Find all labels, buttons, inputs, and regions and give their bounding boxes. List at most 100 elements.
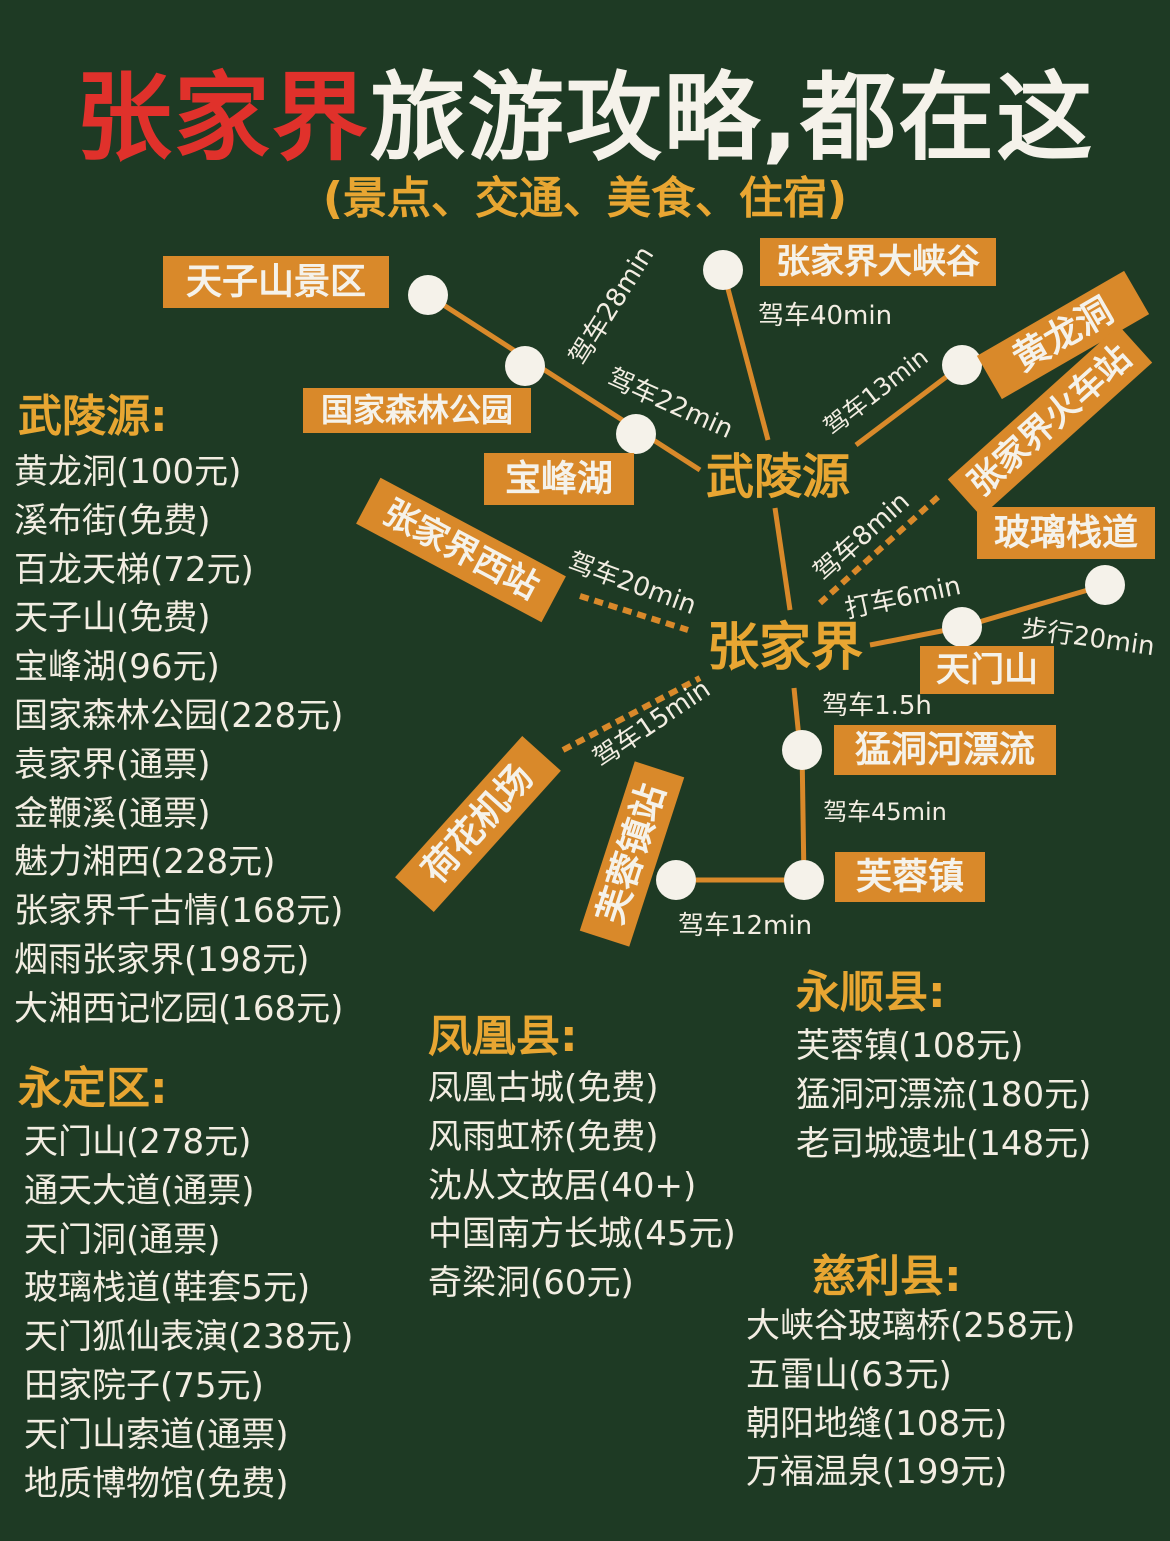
route-dots [408, 250, 1125, 900]
list-item: 天门狐仙表演(238元) [24, 1317, 354, 1358]
dot-boli [1085, 565, 1125, 605]
list-item: 国家森林公园(228元) [14, 695, 344, 736]
list-item: 百龙天梯(72元) [14, 549, 254, 590]
list-item: 宝峰湖(96元) [14, 647, 220, 688]
time-40: 驾车40min [758, 301, 892, 331]
hub-wulingyuan: 武陵源 [706, 449, 850, 505]
hub-labels: 武陵源 张家界 [706, 449, 863, 678]
label-tianmen: 天门山 [936, 650, 1038, 690]
label-guojia: 国家森林公园 [321, 391, 513, 429]
label-furongzhen: 芙蓉镇 [856, 857, 964, 898]
box-tianmen [920, 646, 1054, 694]
list-item: 万福温泉(199元) [746, 1452, 1008, 1493]
label-tianzishan: 天子山景区 [186, 262, 366, 303]
box-huochezhan [947, 325, 1153, 517]
list-item: 奇梁洞(60元) [428, 1263, 634, 1304]
list-item: 黄龙洞(100元) [14, 452, 242, 492]
dot-menghe [782, 730, 822, 770]
line-daxiagu-wulingyuan [720, 269, 771, 441]
place-boxes [163, 238, 1155, 947]
label-boli: 玻璃栈道 [994, 513, 1138, 554]
list-yongshun: 芙蓉镇(108元) 猛洞河漂流(180元) 老司城遗址(148元) [796, 1022, 1091, 1168]
dot-tianzishan [408, 275, 448, 315]
box-boli [977, 507, 1155, 559]
label-furongzhan: 芙蓉镇站 [590, 779, 673, 929]
box-baofenghu [484, 453, 634, 505]
label-xizhan: 张家界西站 [377, 492, 546, 607]
box-daxiagu [760, 238, 996, 286]
list-item: 玻璃栈道(鞋套5元) [24, 1268, 311, 1309]
box-furongzhen [835, 852, 985, 902]
route-dashes [561, 494, 941, 753]
line-menghe-furongzhen [799, 747, 807, 881]
heading-wulingyuan: 武陵源: [18, 391, 168, 442]
label-baofenghu: 宝峰湖 [505, 459, 613, 500]
box-guojia [303, 388, 531, 433]
box-hehua [395, 736, 561, 912]
list-item: 风雨虹桥(免费) [428, 1116, 659, 1157]
list-item: 张家界千古情(168元) [14, 891, 344, 932]
list-item: 沈从文故居(40+) [428, 1165, 697, 1206]
list-cili: 大峡谷玻璃桥(258元) 五雷山(63元) 朝阳地缝(108元) 万福温泉(19… [746, 1302, 1075, 1497]
list-item: 溪布街(免费) [14, 500, 211, 541]
list-item: 天门洞(通票) [24, 1219, 221, 1260]
line-tianmen-boli [961, 582, 1106, 630]
list-item: 地质博物馆(免费) [24, 1463, 289, 1504]
line-wulingyuan-zhangjiajie [772, 507, 793, 611]
dot-guojia [505, 346, 545, 386]
list-item: 天门山索道(通票) [24, 1414, 289, 1455]
list-item: 老司城遗址(148元) [796, 1123, 1092, 1164]
list-item: 五雷山(63元) [746, 1354, 952, 1395]
page-title: 张家界旅游攻略,都在这 [0, 40, 1170, 179]
list-item: 田家院子(75元) [24, 1365, 264, 1406]
list-item: 魅力湘西(228元) [14, 842, 276, 883]
list-item: 金鞭溪(通票) [14, 793, 211, 834]
list-item: 猛洞河漂流(180元) [796, 1074, 1092, 1115]
list-item: 芙蓉镇(108元) [796, 1026, 1024, 1066]
hub-zhangjiajie: 张家界 [707, 618, 863, 678]
dash-hehua [561, 675, 702, 753]
title-red: 张家界 [75, 62, 370, 174]
list-item: 烟雨张家界(198元) [14, 939, 310, 980]
heading-yongshun: 永顺县: [796, 967, 946, 1018]
list-item: 大湘西记忆园(168元) [14, 988, 344, 1029]
box-xizhan [356, 477, 566, 623]
dot-daxiagu [703, 250, 743, 290]
box-tianzishan [163, 256, 389, 308]
dot-baofenghu [616, 414, 656, 454]
box-menghe [834, 725, 1056, 775]
list-wulingyuan: 黄龙洞(100元) 溪布街(免费) 百龙天梯(72元) 天子山(免费) 宝峰湖(… [14, 448, 343, 1034]
heading-fenghuang: 凤凰县: [428, 1011, 578, 1062]
list-item: 通天大道(通票) [24, 1170, 255, 1211]
title-white: 旅游攻略,都在这 [369, 62, 1095, 174]
dash-huochezhan [817, 494, 941, 606]
label-hehua: 荷花机场 [415, 757, 542, 891]
label-daxiagu: 张家界大峡谷 [776, 242, 980, 282]
label-menghe: 猛洞河漂流 [855, 730, 1035, 771]
list-item: 天门山(278元) [24, 1122, 252, 1162]
time-15h: 驾车1.5h [822, 691, 932, 721]
time-13: 驾车13min [819, 343, 934, 441]
heading-cili: 慈利县: [812, 1251, 962, 1302]
dot-furongzhan [656, 860, 696, 900]
dot-furongzhen [784, 860, 824, 900]
dot-huanglong [942, 345, 982, 385]
list-yongding: 天门山(278元) 通天大道(通票) 天门洞(通票) 玻璃栈道(鞋套5元) 天门… [24, 1118, 353, 1508]
time-45: 驾车45min [823, 798, 947, 826]
list-item: 中国南方长城(45元) [428, 1214, 736, 1255]
time-28: 驾车28min [564, 241, 661, 371]
line-huanglong-wulingyuan [854, 363, 964, 447]
time-12: 驾车12min [678, 911, 812, 941]
heading-yongding: 永定区: [18, 1063, 168, 1114]
list-item: 凤凰古城(免费) [428, 1068, 659, 1108]
list-fenghuang: 凤凰古城(免费) 风雨虹桥(免费) 沈从文故居(40+) 中国南方长城(45元)… [428, 1064, 736, 1308]
list-item: 袁家界(通票) [14, 744, 211, 785]
dot-tianmen [942, 607, 982, 647]
box-huanglong [976, 270, 1150, 400]
list-item: 大峡谷玻璃桥(258元) [746, 1306, 1076, 1346]
box-furongzhan [579, 761, 685, 947]
dash-xizhan [579, 593, 689, 633]
page-subtitle: (景点、交通、美食、住宿) [322, 173, 848, 224]
